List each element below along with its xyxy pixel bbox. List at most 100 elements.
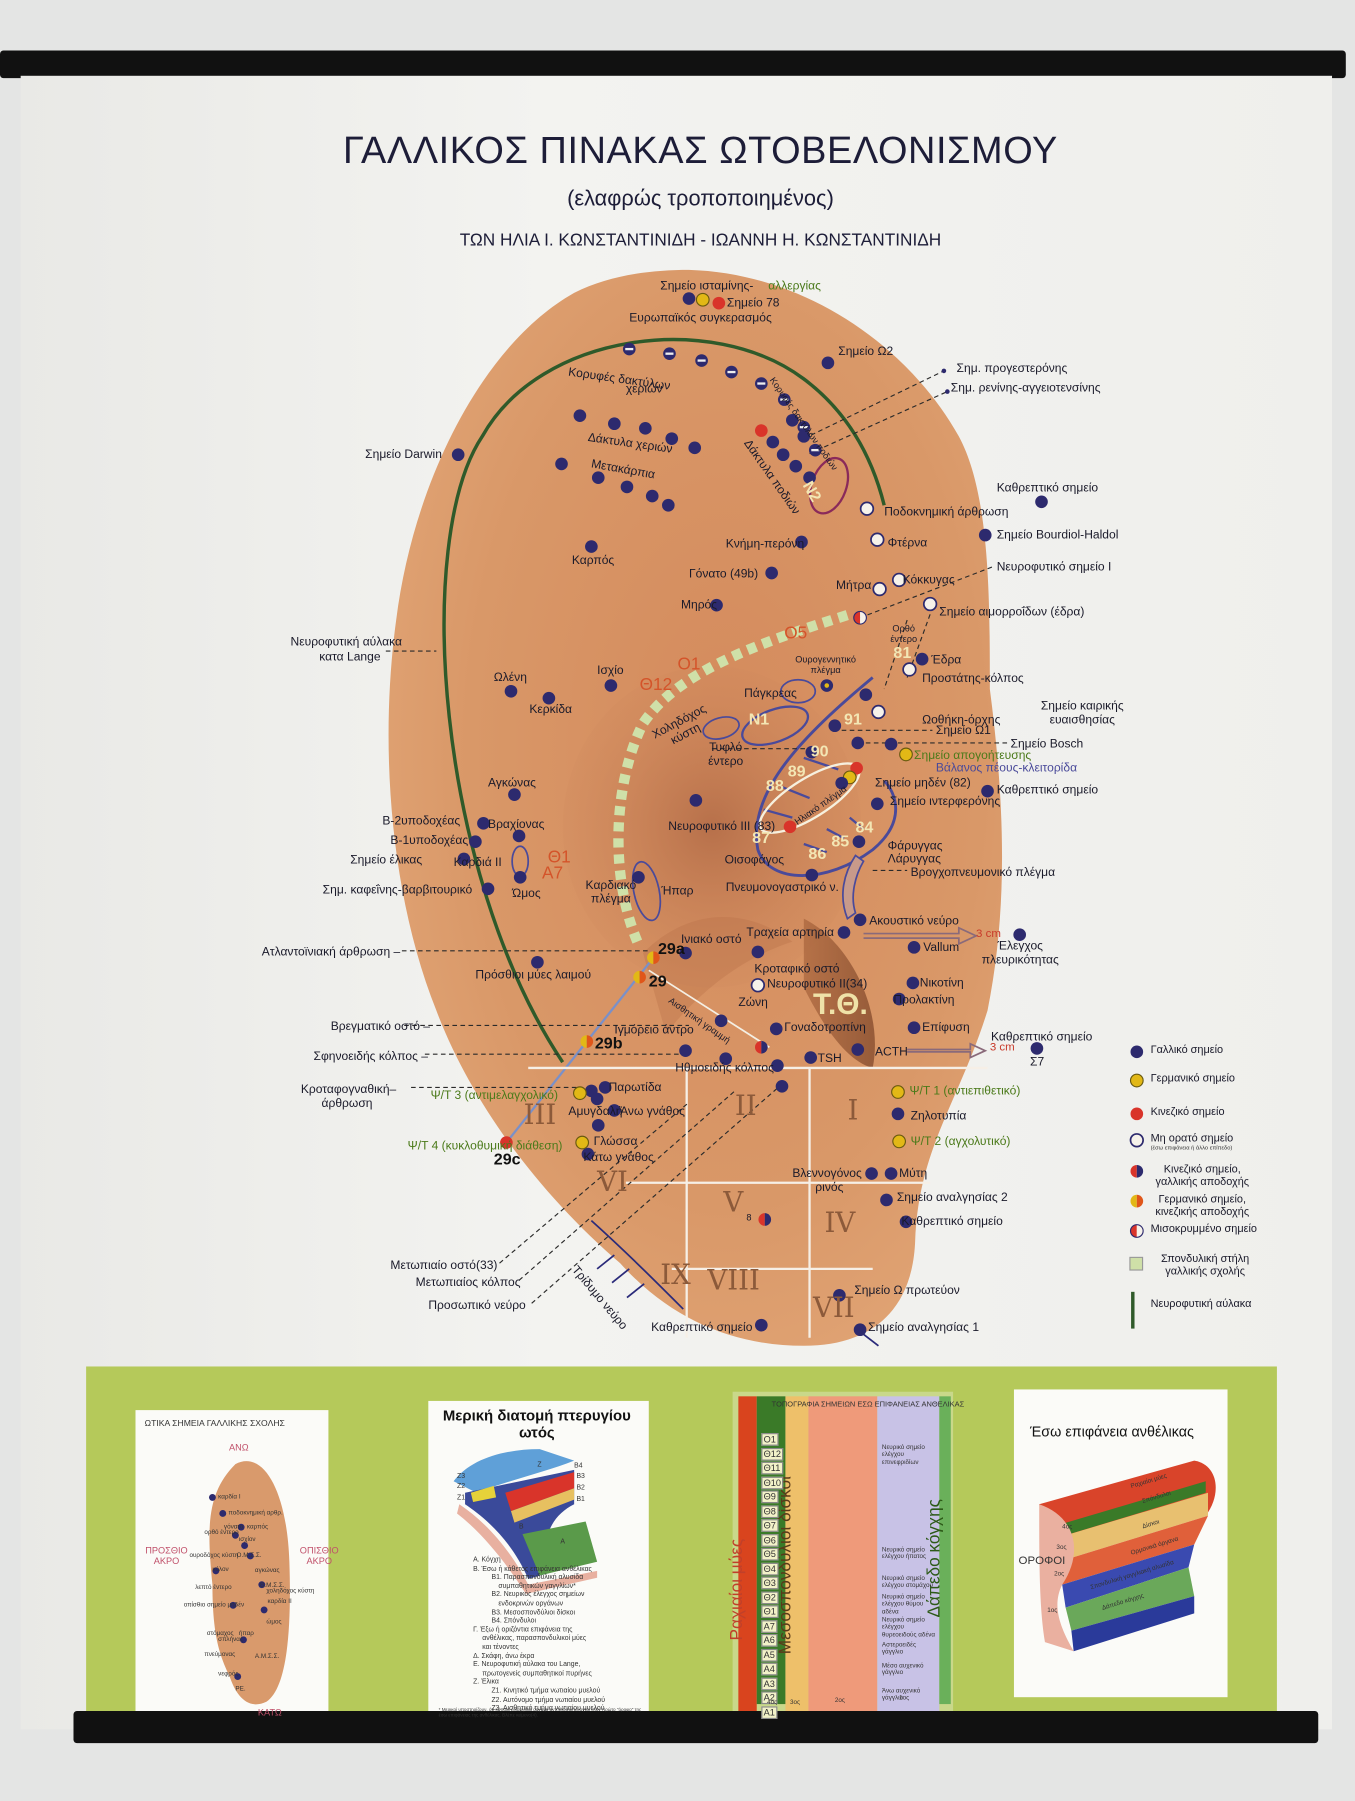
- french-point: [258, 1581, 266, 1589]
- ear-label: 84: [855, 817, 874, 836]
- section-letter: B: [519, 1523, 524, 1531]
- vertebra-tag: Ο1: [761, 1433, 779, 1446]
- lobe-sector-numeral: V: [723, 1186, 744, 1219]
- french-point: [219, 1510, 227, 1517]
- french-point: [859, 688, 873, 702]
- french-point: [481, 882, 495, 896]
- mini-point-label: λεπτό έντερο: [195, 1584, 232, 1592]
- vertebra-tag: Θ11: [761, 1461, 783, 1475]
- french-point: [604, 679, 618, 692]
- ear-label: Επίφυση: [922, 1020, 970, 1035]
- french-point: [679, 1044, 692, 1058]
- french-point: [241, 1542, 249, 1550]
- vertebra-tag: Θ5: [761, 1547, 779, 1561]
- vertebra-tag: Θ7: [761, 1519, 779, 1533]
- ear-label: Σημ. ρενίνης-αγγειοτενσίνης: [950, 381, 1101, 396]
- german-chinese-point: [1130, 1194, 1144, 1208]
- section-legend-item: Α. Κόγχη: [473, 1557, 501, 1564]
- band-b4: [505, 1472, 575, 1512]
- finger-tip-bar: [780, 398, 789, 401]
- panel-title: Μερική διατομή πτερυγίου ωτός: [442, 1406, 631, 1442]
- ear-label: Σημείο έλικας: [350, 853, 423, 867]
- section-legend-item: Ζ1. Κινητικό τμήμα νωτιαίου μυελού: [491, 1688, 601, 1695]
- french-point: [598, 1081, 612, 1094]
- ear-label: Βλεννογόνος: [792, 1166, 862, 1181]
- section-legend-item: πρωτογενείς συμπαθητικοί πυρήνες: [482, 1670, 592, 1678]
- chinese-french-point: [755, 1040, 768, 1054]
- arrows: [863, 926, 988, 1059]
- ear-label: Τυφλό έντερο: [708, 740, 744, 769]
- ear-label: Κάτω γνάθος: [583, 1150, 654, 1165]
- band-b3: [510, 1488, 575, 1523]
- french-point: [451, 448, 465, 462]
- ear-label: Καθρεπτικό σημείο: [996, 783, 1099, 797]
- ear-label: Ώμος: [512, 886, 541, 901]
- french-point: [237, 1523, 245, 1531]
- finger-tip-bar: [665, 352, 674, 355]
- ear-label: 8: [746, 1212, 752, 1223]
- ear-label: Μηρός: [680, 598, 718, 613]
- french-point: [853, 1323, 867, 1337]
- ear-label: Ισχίο: [597, 663, 624, 678]
- lobe-sector-numeral: IV: [824, 1206, 856, 1240]
- mini-point-label: ήπαρ: [238, 1630, 254, 1638]
- ear-label: Μετωπιαίο οστό(33): [390, 1258, 498, 1273]
- panel-title: ΩΤΙΚΑ ΣΗΜΕΙΑ ΓΑΛΛΙΚΗΣ ΣΧΟΛΗΣ: [144, 1418, 285, 1429]
- ear-label: ρινός: [815, 1180, 844, 1195]
- ear-label: Ήπαρ: [661, 884, 694, 898]
- french-point: [945, 389, 950, 394]
- ear-label: Νευροφυτική αύλακα: [290, 635, 402, 649]
- german-chinese-point: [647, 951, 660, 964]
- ear-label: Αγκώνας: [488, 776, 536, 791]
- direction-top: ΑΝΩ: [229, 1442, 249, 1453]
- section-letter: Z2: [457, 1483, 466, 1491]
- section-letter: B3: [576, 1473, 585, 1481]
- french-point: [907, 941, 921, 954]
- german-point: [1129, 1073, 1144, 1088]
- section-legend-item: Β. Έσω ή κάθετος επιφάνεια ανθέλικας: [473, 1565, 592, 1573]
- french-point: [477, 817, 490, 830]
- french-point: [714, 1014, 728, 1028]
- ear-label: Σημείο Ω πρωτεύον: [854, 1283, 960, 1298]
- ear-label: 3 cm: [976, 927, 1001, 941]
- ear-label: Α7: [541, 863, 564, 884]
- mini-point-label: κόλον: [212, 1566, 229, 1574]
- french-point: [591, 1119, 605, 1132]
- bronchial-hook: [842, 854, 865, 920]
- french-point: [828, 719, 842, 733]
- french-point: [833, 1288, 846, 1302]
- ear-label: Παρωτίδα: [608, 1080, 662, 1095]
- ear-label: Έλεγχος πλευρικότητας: [981, 939, 1059, 967]
- french-point: [508, 788, 521, 801]
- hidden-point: [871, 704, 886, 720]
- mini-point-label: νεφρός: [218, 1670, 239, 1678]
- french-point: [1030, 1042, 1044, 1055]
- mini-point-label: καρδία Ι: [218, 1493, 241, 1501]
- ear-label: Τ.Θ.: [812, 986, 868, 1021]
- mini-point-label: οπίσθιο σημείο μηδέν: [183, 1601, 245, 1609]
- ear-label: Κροταφικό οστό: [754, 962, 840, 977]
- top-roller: [0, 50, 1346, 79]
- mini-point-label: ισχίον: [238, 1536, 256, 1544]
- finger-tip-bar: [625, 347, 634, 351]
- legend-label: Κινεζικό σημείο, γαλλικής αποδοχής: [1155, 1163, 1250, 1189]
- vertebra-tag: Θ3: [761, 1576, 779, 1590]
- french-point: [457, 852, 471, 866]
- half-hidden-point: [1130, 1224, 1144, 1238]
- ear-label: 29a: [657, 939, 685, 958]
- french-point: [789, 459, 803, 473]
- section-letter: A: [560, 1538, 565, 1546]
- chinese-french-point: [1130, 1164, 1144, 1178]
- lobe-grid: [528, 1066, 988, 1338]
- spine-swatch-icon: [1129, 1256, 1144, 1271]
- mini-point-label: χοληδόχος κύστη: [266, 1588, 315, 1595]
- section-legend-item: ενδοκρινών οργάνων: [498, 1600, 564, 1608]
- ear-label: Σημείο ιντερφερόνης: [889, 794, 1001, 809]
- french-point: [906, 976, 920, 990]
- ear-label: Νευροφυτικό σημείο Ι: [996, 560, 1112, 575]
- french-point: [797, 430, 811, 443]
- ear-label: Σημείο καιρικής ευαισθησίας: [1040, 699, 1124, 727]
- sensory-line: [648, 969, 770, 1048]
- vertebra-tag: Θ8: [761, 1504, 779, 1518]
- floor-level: 2ος: [834, 1697, 845, 1705]
